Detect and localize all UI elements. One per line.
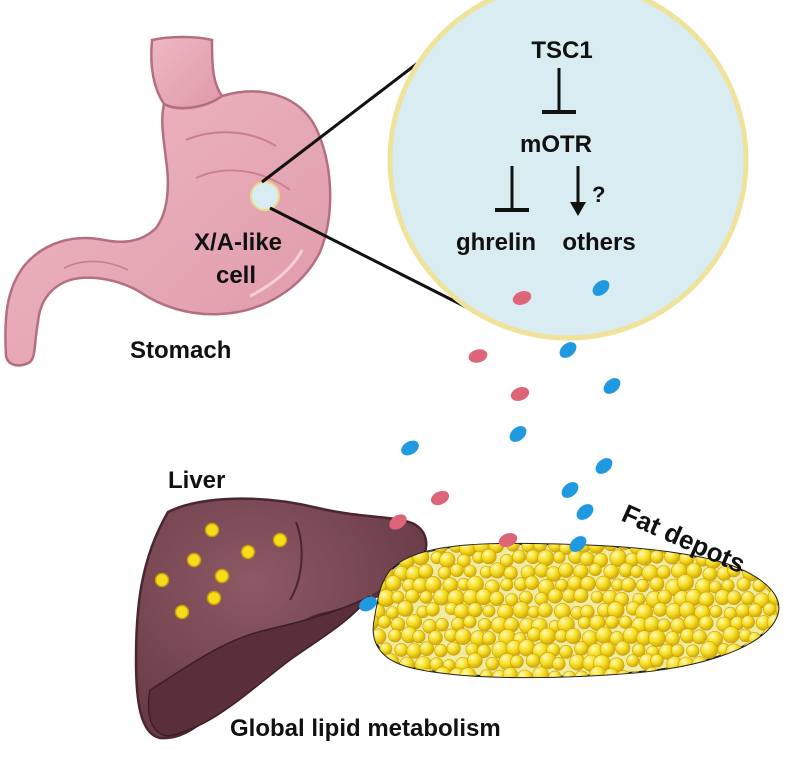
other-hormone-particle <box>603 378 621 394</box>
zoom-line-top <box>261 44 441 184</box>
question-mark: ? <box>592 182 605 207</box>
pathway-others-label: others <box>562 229 635 256</box>
other-hormone-particle <box>569 536 587 552</box>
pathway-motr-label: mOTR <box>520 131 592 158</box>
ghrelin-particle <box>389 514 407 530</box>
other-hormone-particle <box>401 440 419 456</box>
other-hormone-particle <box>592 280 610 296</box>
x-a-like-cell-spot <box>250 181 280 211</box>
global-lipid-metabolism-label: Global lipid metabolism <box>230 715 501 742</box>
pathway-tsc1-label: TSC1 <box>531 37 592 64</box>
ghrelin-particle <box>468 349 488 363</box>
liver-label: Liver <box>168 467 225 494</box>
stomach-illustration <box>4 35 332 367</box>
ghrelin-particle <box>510 387 530 401</box>
arrow-others-head <box>570 202 586 216</box>
zoom-line-bottom <box>269 206 469 310</box>
pathway-ghrelin-label: ghrelin <box>456 229 536 256</box>
secreted-particles <box>359 280 621 612</box>
liver-illustration <box>134 497 428 740</box>
other-hormone-particle <box>576 504 594 520</box>
cell-label-line2: cell <box>216 262 256 289</box>
other-hormone-particle <box>509 426 527 442</box>
other-hormone-particle <box>559 342 577 358</box>
ghrelin-particle <box>512 291 532 305</box>
other-hormone-particle <box>595 458 613 474</box>
other-hormone-particle <box>561 482 579 498</box>
cell-label-line1: X/A-like <box>194 229 282 256</box>
zoom-circle <box>387 0 749 341</box>
stomach-label: Stomach <box>130 337 231 364</box>
other-hormone-particle <box>359 596 377 612</box>
ghrelin-particle <box>498 533 518 547</box>
ghrelin-particle <box>430 490 450 506</box>
